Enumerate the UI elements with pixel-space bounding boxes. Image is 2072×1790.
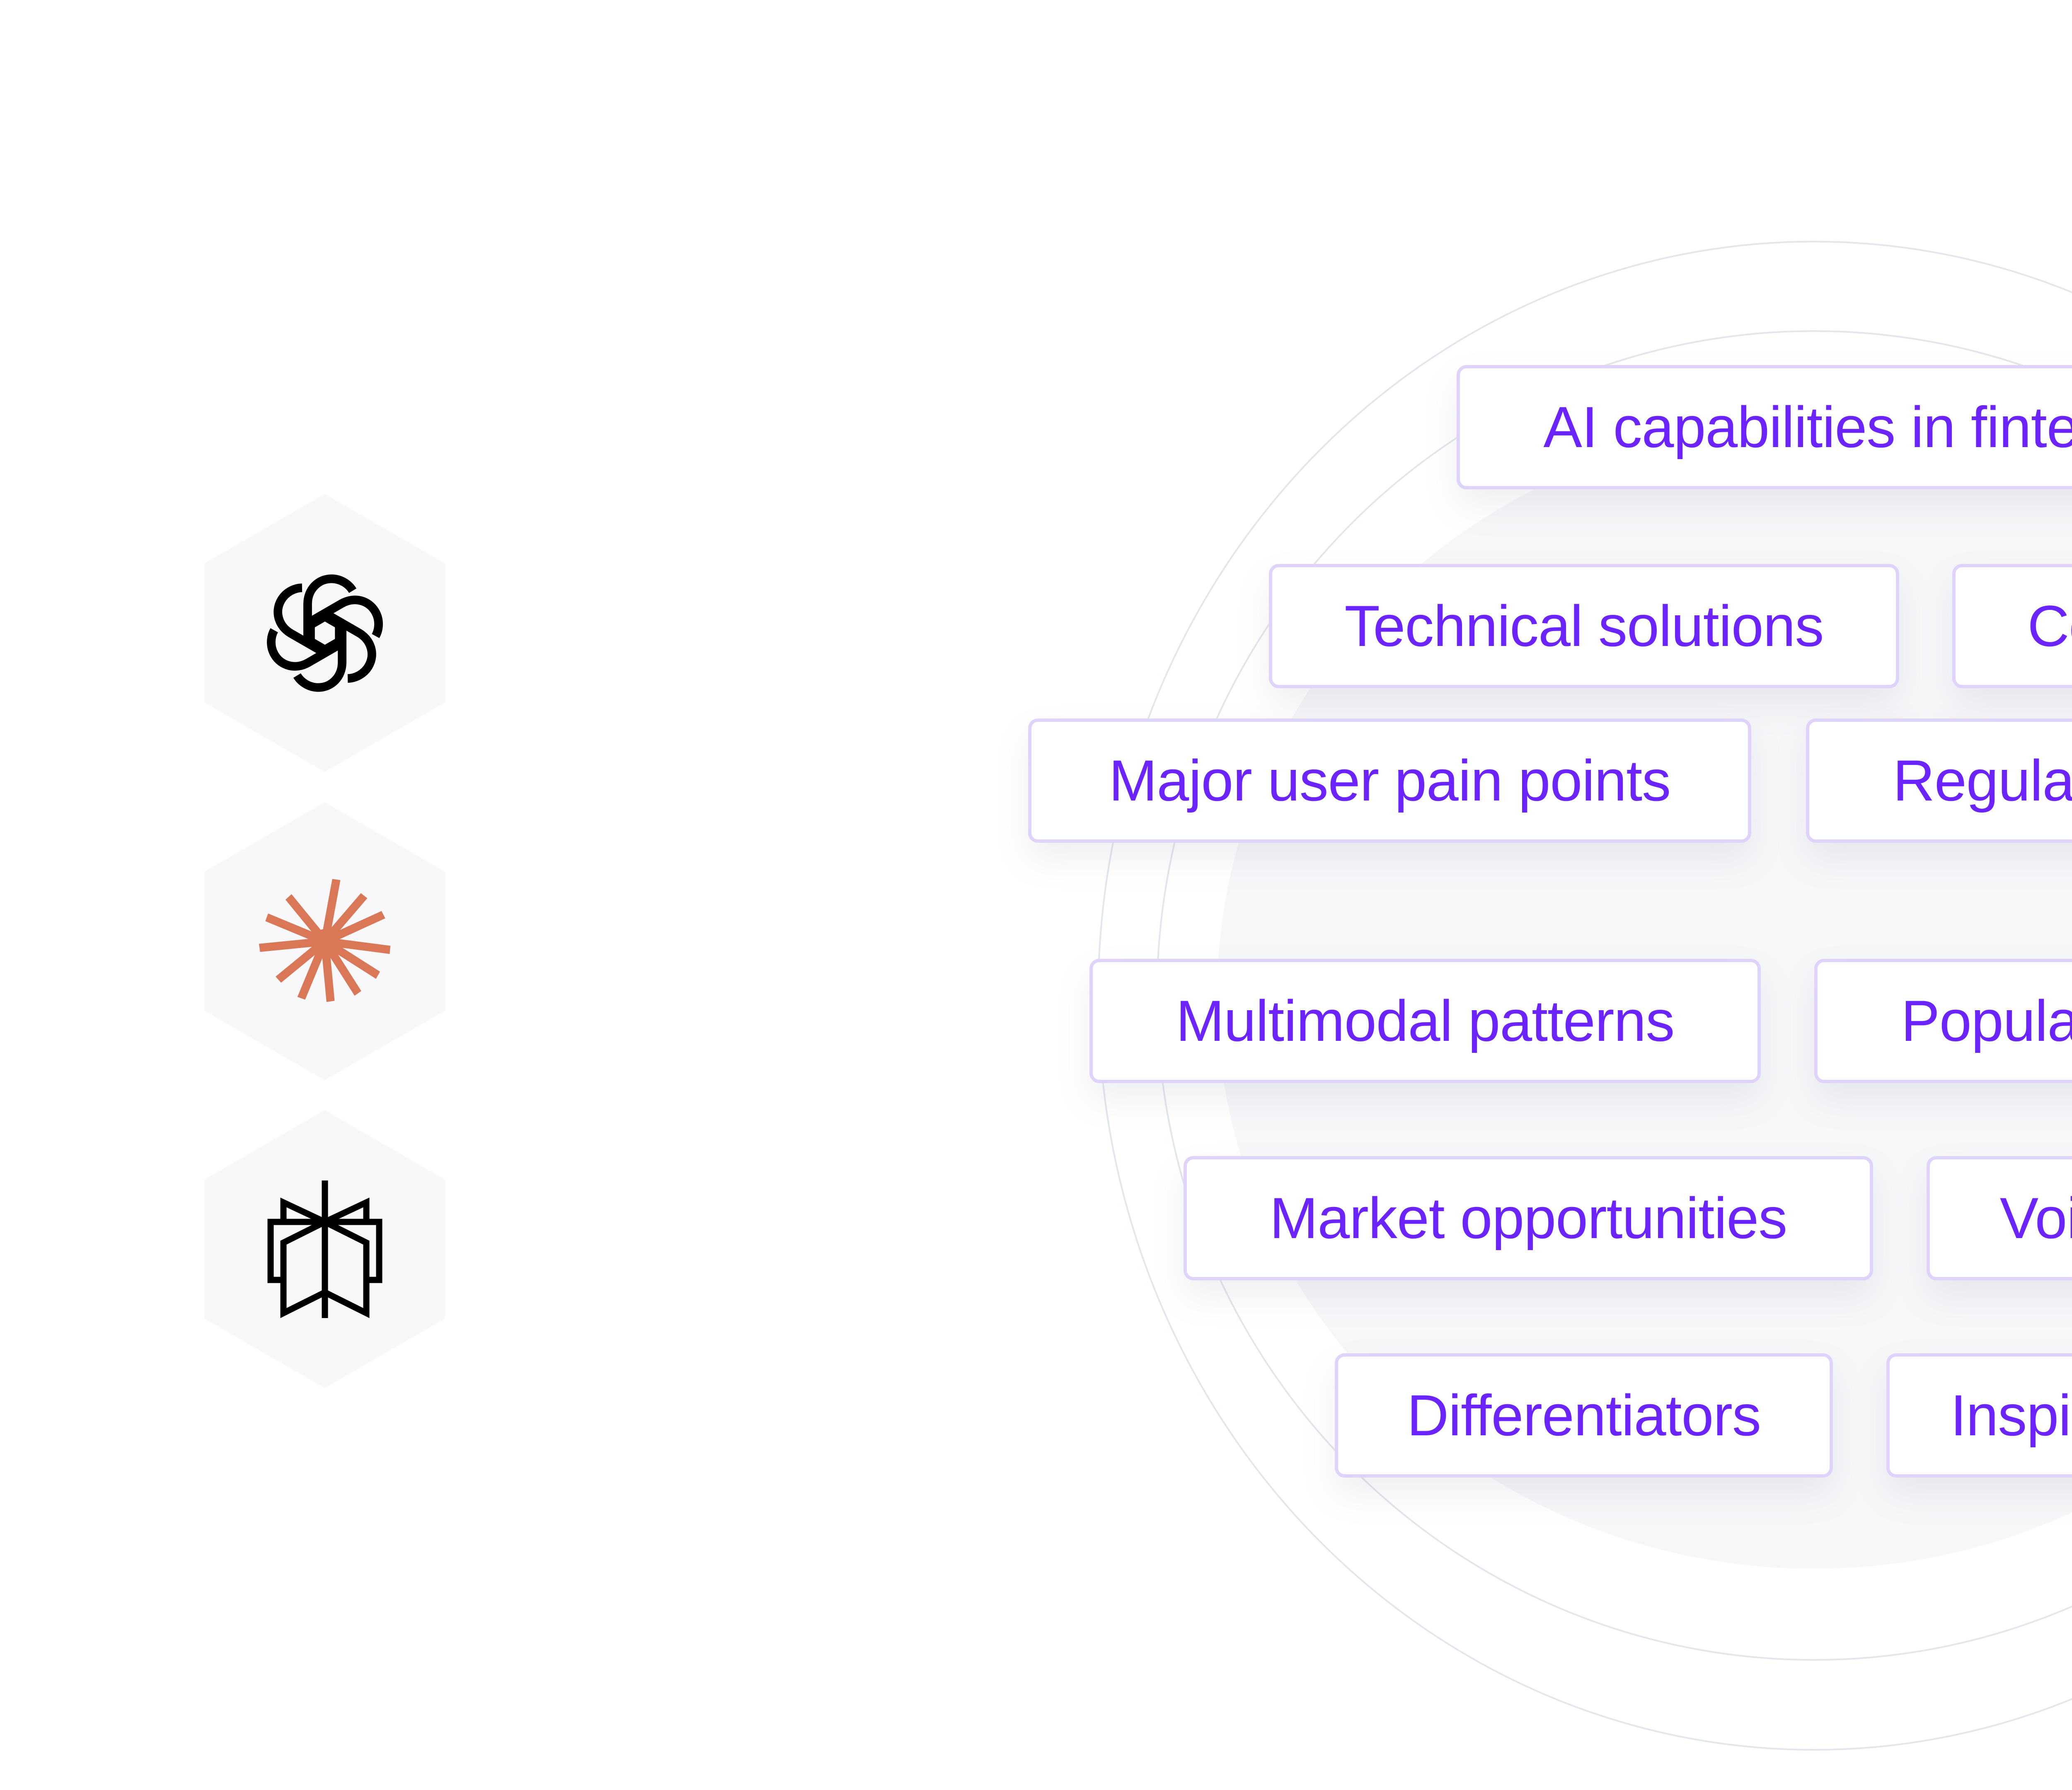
topic-label: Technical solutions: [1344, 593, 1824, 658]
topic-label: Popular chat interfaces: [1901, 988, 2072, 1053]
topic-label: Regulations for AI in fintech: [1893, 748, 2072, 813]
topic-label: Major user pain points: [1109, 748, 1671, 813]
perplexity-hexagon: [204, 1110, 445, 1388]
topic-label: Market opportunities: [1269, 1185, 1787, 1251]
topic-label: AI capabilities in fintech: [1543, 394, 2072, 460]
topic-label: Voice interfaces: [1999, 1185, 2072, 1251]
topic-regulations[interactable]: Regulations for AI in fintech: [1806, 718, 2072, 843]
topic-label: Differentiators: [1407, 1383, 1761, 1448]
topic-label: Competition: [2027, 593, 2072, 658]
topic-market-opportunities[interactable]: Market opportunities: [1184, 1156, 1873, 1280]
topic-popular-chat-interfaces[interactable]: Popular chat interfaces: [1814, 959, 2072, 1083]
topic-multimodal-patterns[interactable]: Multimodal patterns: [1089, 959, 1761, 1083]
topic-ai-capabilities[interactable]: AI capabilities in fintech: [1457, 365, 2072, 489]
perplexity-book-icon: [267, 1180, 382, 1318]
claude-starburst-icon: [259, 878, 390, 1002]
topic-competition[interactable]: Competition: [1952, 564, 2072, 688]
topic-major-user-pain-points[interactable]: Major user pain points: [1028, 718, 1751, 843]
topic-differentiators[interactable]: Differentiators: [1335, 1353, 1833, 1478]
topic-label: Multimodal patterns: [1176, 988, 1675, 1053]
openai-hexagon: [204, 494, 445, 772]
topic-inspirations[interactable]: Inspirations: [1886, 1353, 2072, 1478]
openai-knot-icon: [259, 574, 391, 700]
topic-technical-solutions[interactable]: Technical solutions: [1269, 564, 1899, 688]
topic-voice-interfaces[interactable]: Voice interfaces: [1927, 1156, 2072, 1280]
topic-label: Inspirations: [1950, 1383, 2072, 1448]
claude-hexagon: [204, 802, 445, 1080]
